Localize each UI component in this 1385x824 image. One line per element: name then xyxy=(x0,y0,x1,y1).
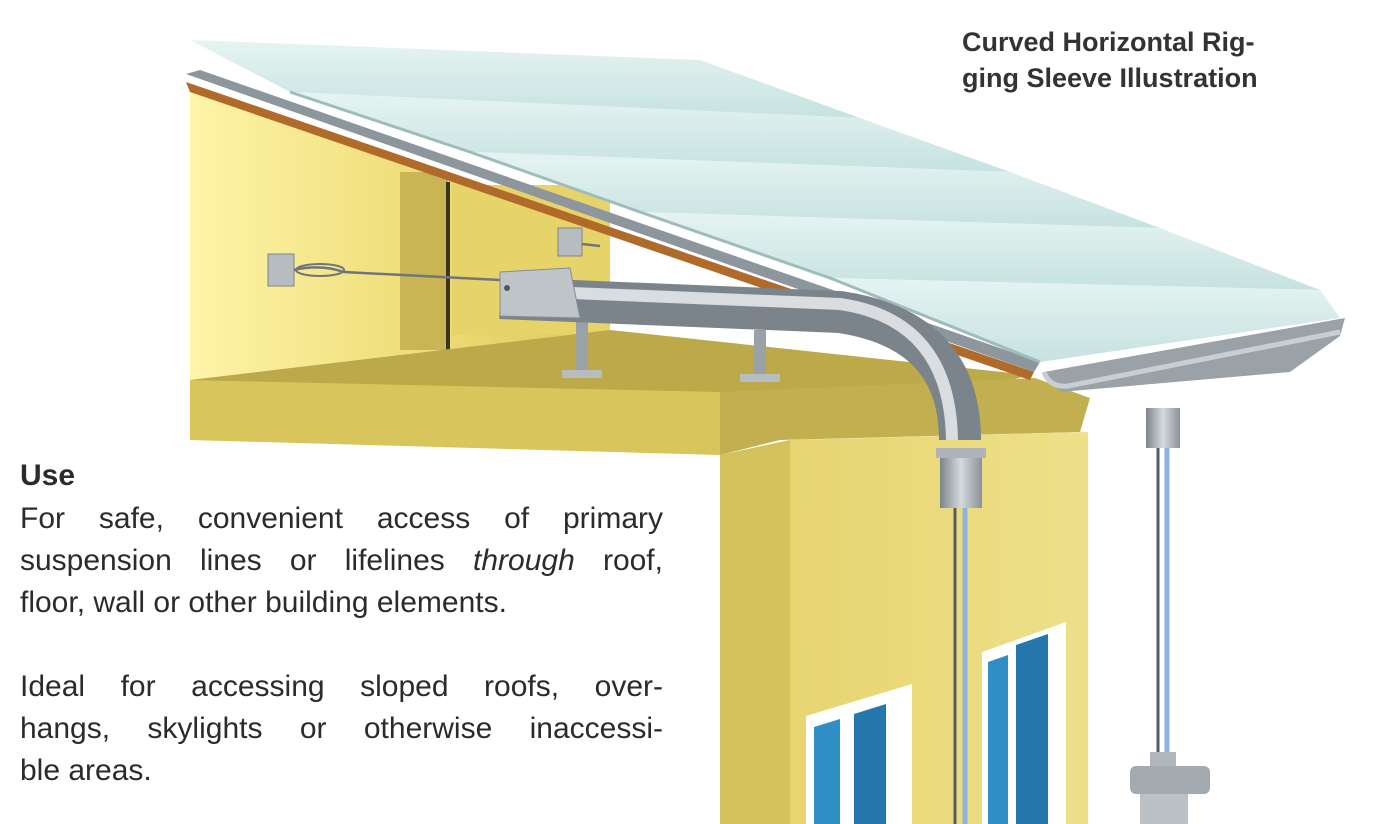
gutter-sleeve xyxy=(1146,408,1180,448)
illustration-title: Curved Horizontal Rig- ging Sleeve Illus… xyxy=(962,24,1258,96)
title-line-2: ging Sleeve Illustration xyxy=(962,60,1258,96)
attic-post xyxy=(400,172,448,350)
use-p1-line-1: For safe, convenient access of primary xyxy=(20,498,663,540)
use-p2-line-3: ble areas. xyxy=(20,750,663,792)
use-p1-line-3: floor, wall or other building elements. xyxy=(20,582,663,624)
building-wall-shadow xyxy=(720,440,790,824)
sleeve-bolt xyxy=(504,285,510,291)
vertical-sleeve-collar xyxy=(936,448,986,458)
use-p2-line-1: Ideal for accessing sloped roofs, over- xyxy=(20,666,663,708)
sleeve-foot-2 xyxy=(740,374,780,382)
anchor-plate-left xyxy=(268,254,294,286)
use-p1-line-2-before: suspension lines or lifelines xyxy=(20,544,473,577)
sleeve-end-flange xyxy=(500,268,580,318)
use-p1-line-2-italic: through xyxy=(473,544,575,577)
use-section: Use For safe, convenient access of prima… xyxy=(20,458,663,792)
sleeve-foot-1 xyxy=(562,370,602,378)
use-p2-line-2: hangs, skylights or otherwise inaccessi- xyxy=(20,708,663,750)
vertical-sleeve xyxy=(940,452,982,508)
use-paragraph-1: For safe, convenient access of primary s… xyxy=(20,498,663,624)
floor-slab-front xyxy=(190,380,720,455)
use-paragraph-2: Ideal for accessing sloped roofs, over- … xyxy=(20,666,663,792)
rope-grab-device xyxy=(1130,752,1210,824)
window-right xyxy=(982,622,1066,824)
use-p1-line-2-after: roof, xyxy=(575,544,663,577)
paragraph-gap xyxy=(20,624,663,666)
use-p1-line-2: suspension lines or lifelines through ro… xyxy=(20,540,663,582)
sleeve-leg-2 xyxy=(754,330,766,378)
anchor-plate-right xyxy=(558,228,582,256)
use-heading: Use xyxy=(20,458,663,494)
title-line-1: Curved Horizontal Rig- xyxy=(962,24,1258,60)
